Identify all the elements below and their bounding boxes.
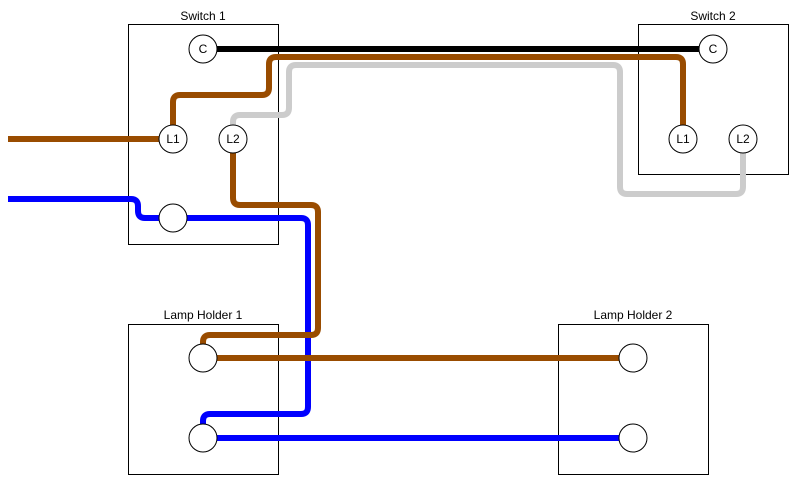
- switch-2-terminal-l1: L1: [668, 124, 698, 154]
- wire-switched-live: [200, 153, 321, 345]
- svg-text:L2: L2: [226, 132, 240, 146]
- svg-text:C: C: [709, 42, 718, 56]
- switch-1-terminal-l2: L2: [218, 124, 248, 154]
- lamp-holder-2-terminal-neutral: [618, 423, 648, 453]
- switch-1-terminal-neutral: [158, 203, 188, 233]
- switch-2-label: Switch 2: [690, 9, 736, 23]
- wire-neutral-to-lamp: [187, 215, 311, 424]
- lamp-holder-2-terminal-live: [618, 343, 648, 373]
- lamp-holder-1-terminal-neutral: [188, 423, 218, 453]
- switch-1-label: Switch 1: [180, 9, 226, 23]
- svg-text:L1: L1: [676, 132, 690, 146]
- wire-strapper-l2: [230, 62, 746, 197]
- lamp-holder-2-label: Lamp Holder 2: [594, 308, 673, 322]
- switch-2-terminal-l2: L2: [728, 124, 758, 154]
- switch-1-terminal-l1: L1: [158, 124, 188, 154]
- svg-text:C: C: [199, 42, 208, 56]
- wire-strapper-l1: [170, 54, 686, 125]
- svg-text:L2: L2: [736, 132, 750, 146]
- lamp-holder-1-label: Lamp Holder 1: [164, 308, 243, 322]
- wire-supply-neutral: [8, 196, 159, 221]
- svg-text:L1: L1: [166, 132, 180, 146]
- switch-1-terminal-c: C: [188, 34, 218, 64]
- switch-2-terminal-c: C: [698, 34, 728, 64]
- lamp-holder-1-terminal-live: [188, 343, 218, 373]
